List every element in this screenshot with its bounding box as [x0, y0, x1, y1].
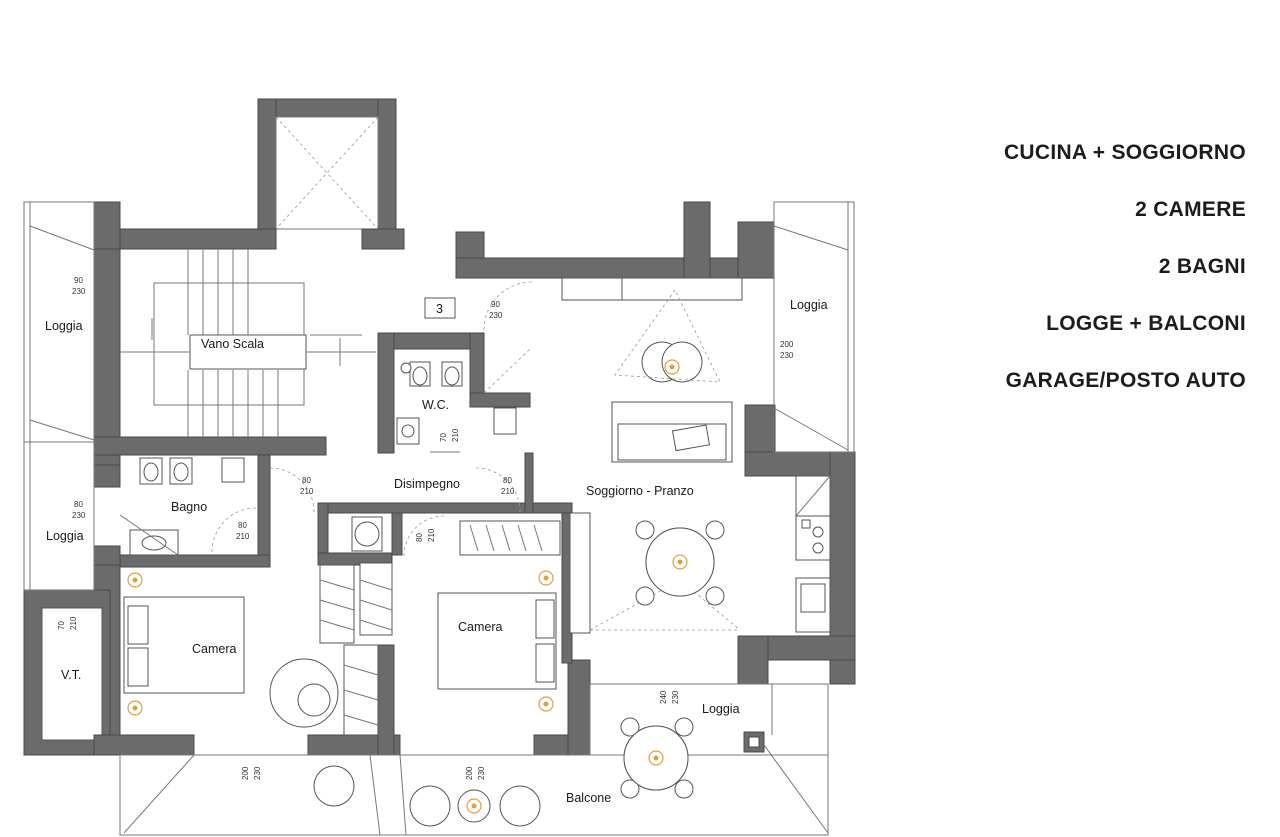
dim-d6: 80 210	[300, 476, 314, 496]
svg-text:70: 70	[57, 621, 66, 630]
bagno-fixtures	[119, 457, 245, 556]
label-stair-number: 3	[436, 302, 443, 316]
svg-text:80: 80	[74, 500, 83, 509]
svg-text:210: 210	[236, 532, 250, 541]
stair-tower	[257, 98, 397, 250]
svg-text:200: 200	[465, 766, 474, 780]
camera-mid-furniture	[351, 516, 561, 690]
svg-text:230: 230	[72, 287, 86, 296]
feature-kitchen-living: CUCINA + SOGGIORNO	[1003, 141, 1246, 164]
label-soggiorno: Soggiorno - Pranzo	[586, 484, 694, 498]
svg-text:230: 230	[72, 511, 86, 520]
feature-list: CUCINA + SOGGIORNO 2 CAMERE 2 BAGNI LOGG…	[1004, 138, 1246, 423]
svg-text:210: 210	[69, 616, 78, 630]
label-wc: W.C.	[422, 398, 449, 412]
door-swings	[211, 281, 533, 557]
stairs	[120, 249, 456, 437]
label-camera-mid: Camera	[458, 620, 503, 634]
svg-text:80: 80	[238, 521, 247, 530]
interior-walls	[93, 332, 573, 756]
svg-text:230: 230	[671, 690, 680, 704]
dim-d7: 80 210	[501, 476, 515, 496]
dim-d3: 200 230	[780, 340, 794, 360]
svg-text:210: 210	[501, 487, 515, 496]
feature-bathrooms: 2 BAGNI	[1158, 255, 1246, 278]
dim-d5: 80 230	[72, 500, 86, 520]
label-loggia-right: Loggia	[790, 298, 828, 312]
label-camera-left: Camera	[192, 642, 237, 656]
feature-garage-parking: GARAGE/POSTO AUTO	[1005, 369, 1246, 392]
svg-text:200: 200	[241, 766, 250, 780]
living-furniture	[561, 277, 831, 637]
label-loggia-bottom: Loggia	[702, 702, 740, 716]
label-bagno: Bagno	[171, 500, 207, 514]
label-vt: V.T.	[61, 668, 81, 682]
loggia-outlines	[23, 201, 855, 836]
dim-d8: 80 210	[236, 521, 250, 541]
dim-d2: 90 230	[489, 300, 503, 320]
dim-d12: 200 230	[241, 766, 262, 780]
svg-text:80: 80	[503, 476, 512, 485]
dim-d11: 240 230	[659, 690, 680, 704]
svg-text:230: 230	[489, 311, 503, 320]
dim-d4: 70 210	[439, 428, 460, 442]
feature-bedrooms: 2 CAMERE	[1135, 198, 1246, 221]
feature-loggias-balconies: LOGGE + BALCONI	[1046, 312, 1246, 335]
label-loggia-left-top: Loggia	[45, 319, 83, 333]
svg-text:80: 80	[415, 533, 424, 542]
svg-text:230: 230	[477, 766, 486, 780]
label-disimpegno: Disimpegno	[394, 477, 460, 491]
dim-d1: 90 230	[72, 276, 86, 296]
svg-text:70: 70	[439, 433, 448, 442]
room-labels: Loggia Vano Scala 3 W.C. Loggia Bagno Di…	[45, 298, 828, 805]
dim-d9: 80 210	[415, 528, 436, 542]
light-fixtures	[127, 359, 688, 814]
svg-text:210: 210	[451, 428, 460, 442]
svg-text:230: 230	[253, 766, 262, 780]
wc-fixtures	[396, 348, 531, 453]
label-loggia-left-bottom: Loggia	[46, 529, 84, 543]
door-dimensions: 90 230 90 230 200 230 70 210 80 230 80 2…	[57, 276, 794, 780]
camera-left-furniture	[123, 564, 379, 736]
dim-d10: 70 210	[57, 616, 78, 630]
svg-text:90: 90	[74, 276, 83, 285]
dim-d13: 200 230	[465, 766, 486, 780]
svg-text:80: 80	[302, 476, 311, 485]
svg-text:240: 240	[659, 690, 668, 704]
svg-text:200: 200	[780, 340, 794, 349]
svg-text:210: 210	[300, 487, 314, 496]
svg-text:230: 230	[780, 351, 794, 360]
svg-text:90: 90	[491, 300, 500, 309]
label-balcone: Balcone	[566, 791, 611, 805]
svg-text:210: 210	[427, 528, 436, 542]
label-vano-scala: Vano Scala	[201, 337, 264, 351]
